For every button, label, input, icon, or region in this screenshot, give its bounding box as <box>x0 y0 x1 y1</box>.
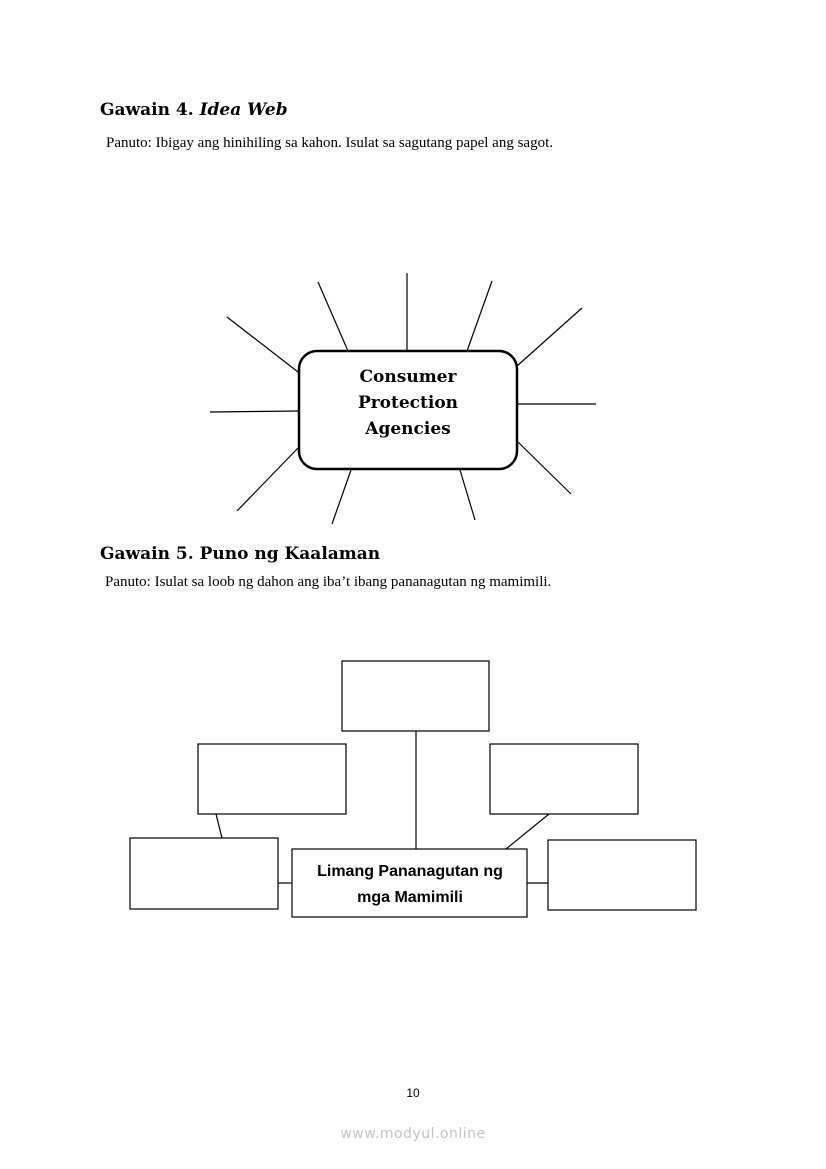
tree-center-box <box>291 848 528 918</box>
answer-box-mid-left[interactable] <box>197 743 347 815</box>
web-spoke <box>466 280 493 352</box>
web-center-box <box>297 349 519 471</box>
answer-box-top[interactable] <box>341 660 490 732</box>
page-number: 10 <box>406 1086 420 1100</box>
web-spoke <box>459 469 476 521</box>
answer-box-mid-right[interactable] <box>489 743 639 815</box>
gawain4-title: Gawain 4. Idea Web <box>100 100 288 120</box>
answer-box-bottom-left[interactable] <box>129 837 279 910</box>
web-spoke <box>331 469 352 525</box>
tree-connector <box>505 813 550 850</box>
answer-box-right[interactable] <box>547 839 697 911</box>
web-spoke <box>317 281 349 352</box>
watermark: www.modyul.online <box>340 1126 486 1142</box>
web-spoke <box>226 316 299 373</box>
gawain4-title-prefix: Gawain 4. <box>100 100 194 120</box>
web-center-line: Agencies <box>364 419 450 439</box>
web-spoke <box>236 447 299 512</box>
web-center-line: Protection <box>358 393 458 413</box>
tree-center-line: Limang Pananagutan ng <box>317 863 503 880</box>
web-spoke <box>209 410 299 413</box>
gawain4-title-italic: Idea Web <box>199 100 288 120</box>
tree-connector <box>215 813 223 839</box>
gawain4-instruction: Panuto: Ibigay ang hinihiling sa kahon. … <box>106 135 553 151</box>
gawain5-title: Gawain 5. Puno ng Kaalaman <box>100 544 381 564</box>
web-spoke <box>517 441 572 495</box>
web-spoke <box>516 307 583 367</box>
web-center-line: Consumer <box>360 367 458 387</box>
gawain5-instruction: Panuto: Isulat sa loob ng dahon ang iba’… <box>105 574 552 590</box>
tree-center-line: mga Mamimili <box>357 889 463 906</box>
